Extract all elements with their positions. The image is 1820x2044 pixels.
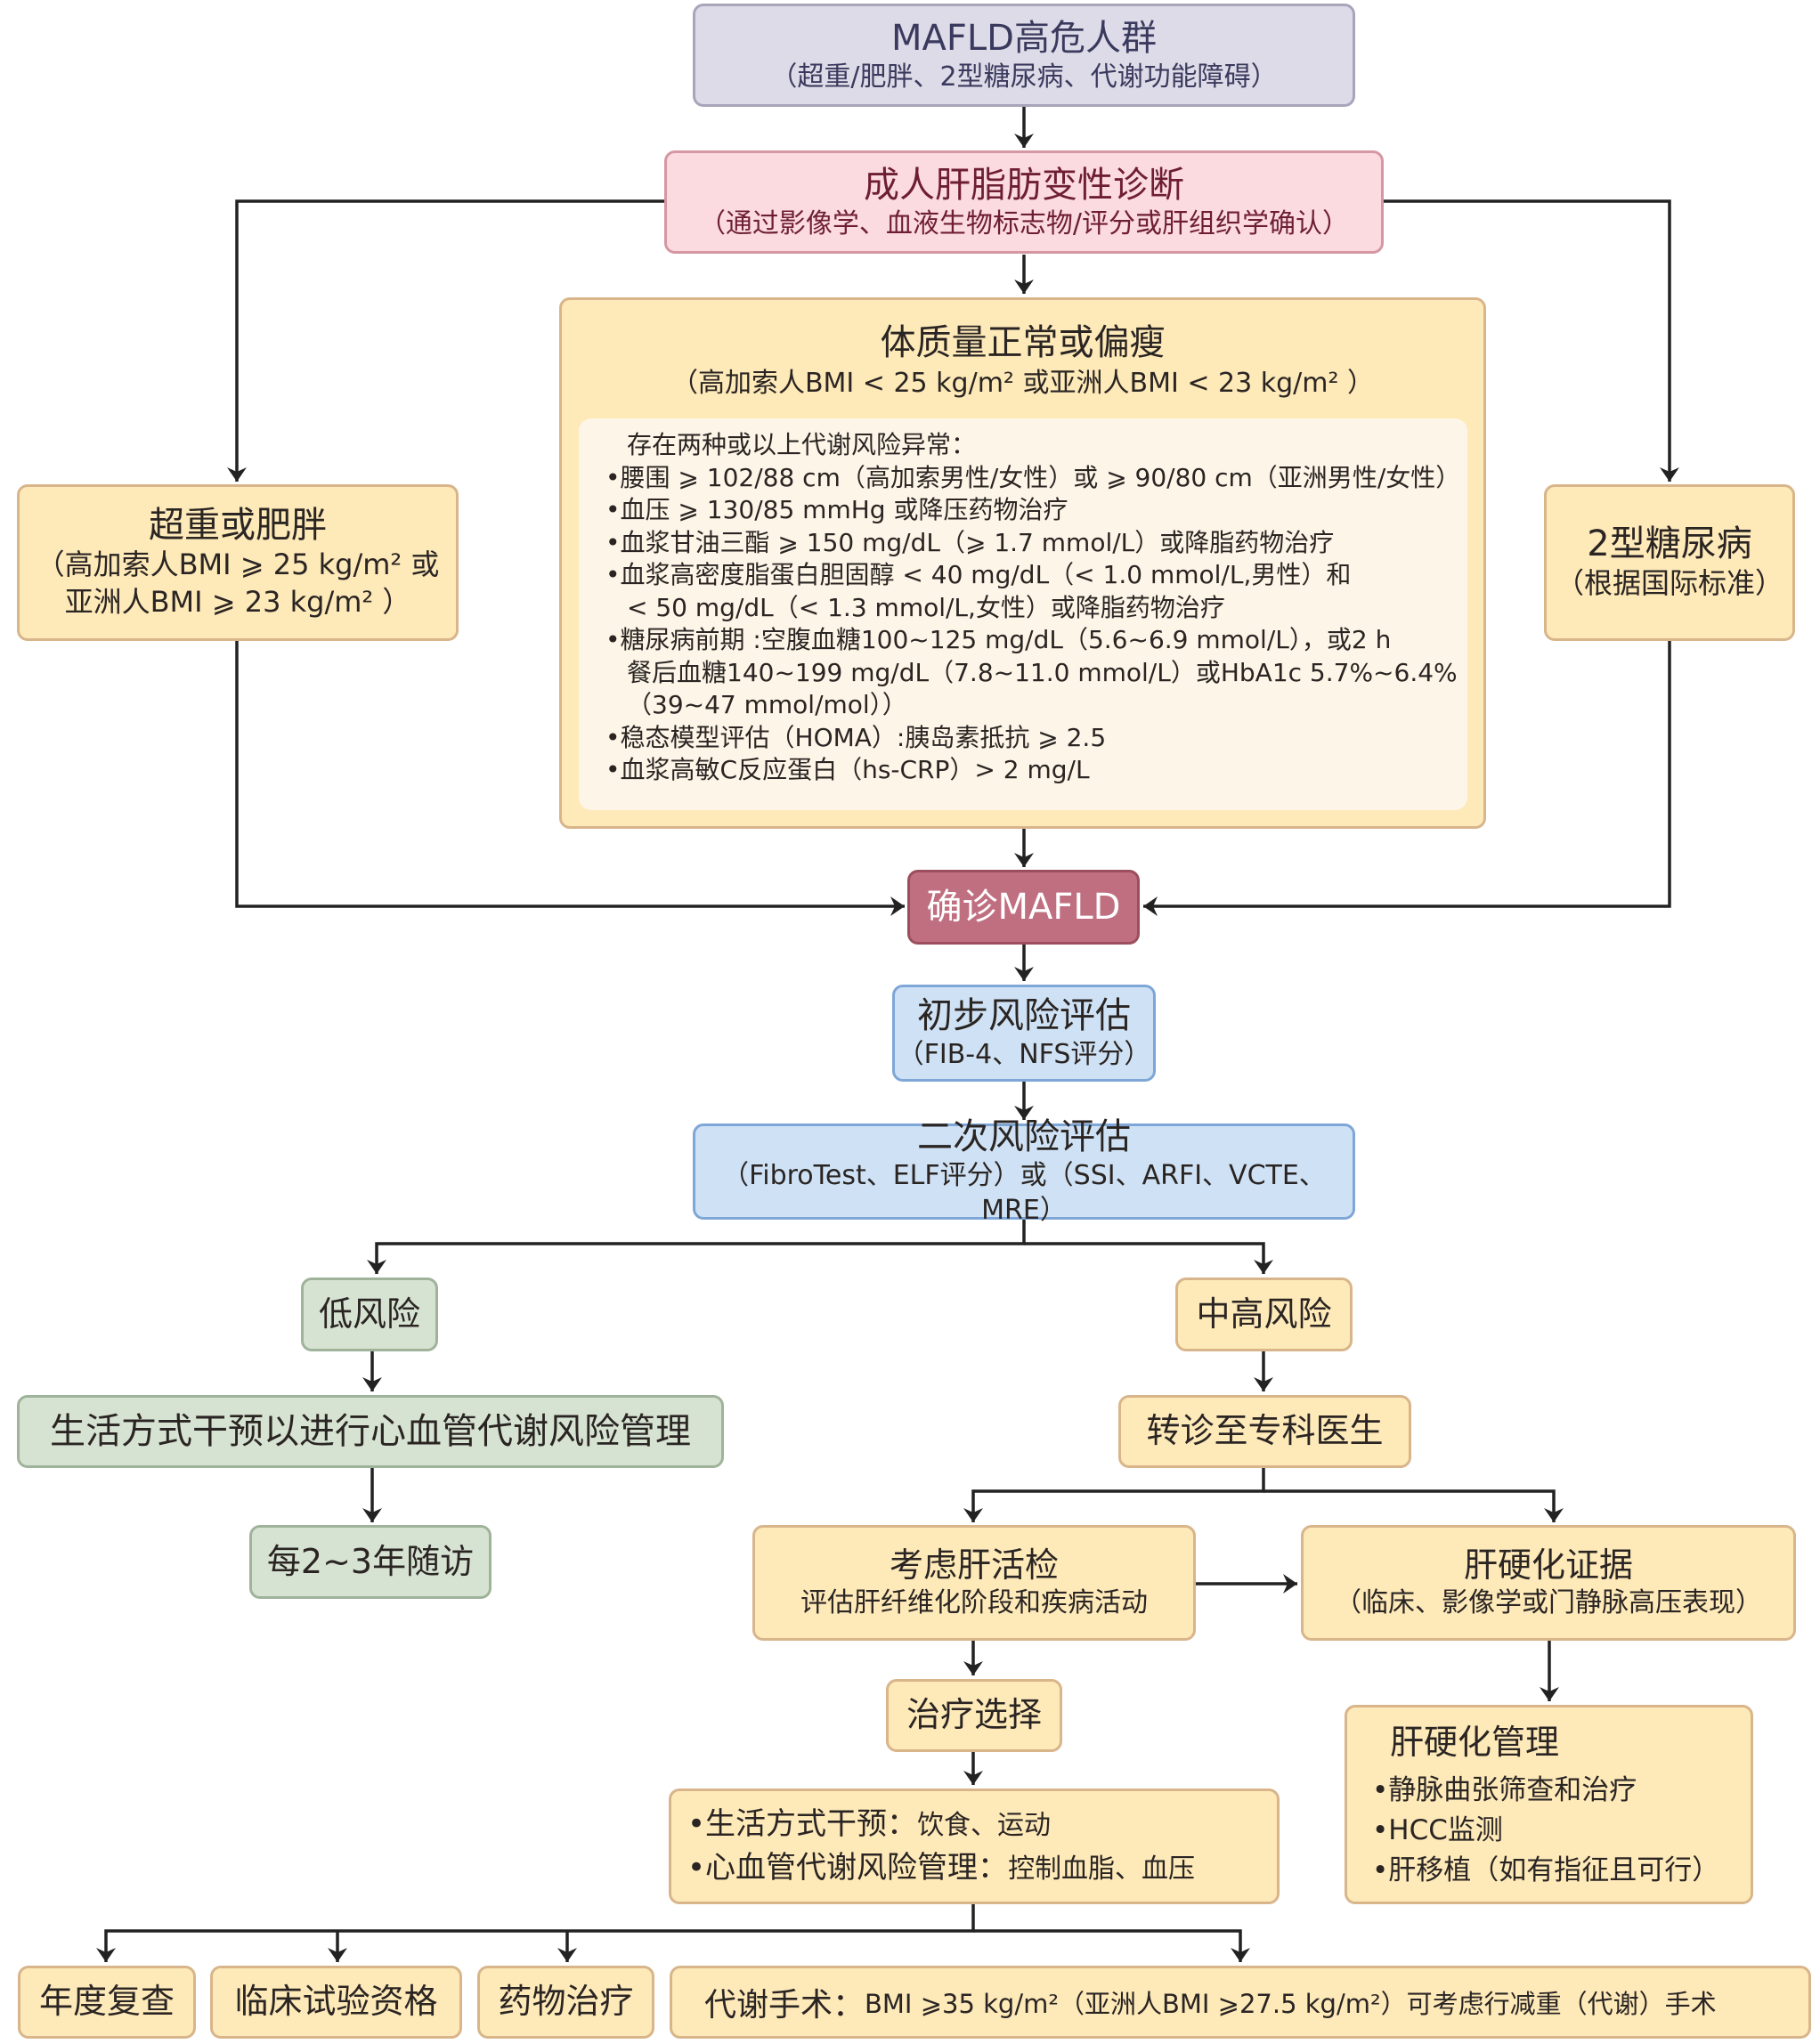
node-subtitle: （FIB-4、NFS评分） — [897, 1039, 1151, 1070]
node-cirrhosis-management: 肝硬化管理 •静脉曲张筛查和治疗 •HCC监测 •肝移植（如有指征且可行） — [1345, 1705, 1753, 1904]
criteria-item: •血浆高密度脂蛋白胆固醇 < 40 mg/dL（< 1.0 mmol/L,男性）… — [605, 560, 1352, 589]
node-followup: 每2~3年随访 — [249, 1525, 492, 1599]
node-title: 体质量正常或偏瘦 — [880, 322, 1166, 363]
node-confirmed-mafld: 确诊MAFLD — [907, 870, 1140, 945]
node-title: 低风险 — [318, 1294, 420, 1334]
node-subtitle: （高加索人BMI < 25 kg/m² 或亚洲人BMI < 23 kg/m² ） — [670, 368, 1375, 399]
node-title: 年度复查 — [38, 1982, 175, 2022]
node-subtitle-line1: （高加索人BMI ⩾ 25 kg/m² 或 — [36, 548, 440, 582]
cirrhosis-item: •静脉曲张筛查和治疗 — [1372, 1774, 1637, 1807]
node-t2dm: 2型糖尿病 （根据国际标准） — [1544, 484, 1795, 641]
arrow-diagnosis-to-t2dm — [1383, 199, 1679, 482]
arrow-secondary-to-low — [367, 1220, 1026, 1274]
node-title: MAFLD高危人群 — [891, 17, 1157, 59]
criteria-item: •稳态模型评估（HOMA）:胰岛素抵抗 ⩾ 2.5 — [605, 722, 1107, 752]
node-title: 临床试验资格 — [234, 1982, 438, 2022]
node-subtitle: （临床、影像学或门静脉高压表现） — [1335, 1587, 1762, 1619]
arrow-diagnosis-to-overweight — [227, 199, 665, 482]
node-mid-high-risk: 中高风险 — [1175, 1278, 1353, 1351]
treatment-item-detail: 饮食、运动 — [917, 1809, 1052, 1841]
arrow-referral-to-biopsy — [963, 1468, 1265, 1522]
node-referral: 转诊至专科医生 — [1118, 1395, 1411, 1468]
node-subtitle-line2: 亚洲人BMI ⩾ 23 kg/m² ） — [64, 585, 411, 619]
treatment-item-label: •心血管代谢风险管理： — [687, 1850, 1009, 1886]
node-title: 成人肝脂肪变性诊断 — [864, 164, 1184, 206]
cirrhosis-item: •HCC监测 — [1372, 1814, 1503, 1847]
node-treatment-list: •生活方式干预：饮食、运动 •心血管代谢风险管理：控制血脂、血压 — [669, 1788, 1280, 1904]
node-overweight: 超重或肥胖 （高加索人BMI ⩾ 25 kg/m² 或 亚洲人BMI ⩾ 23 … — [17, 484, 459, 641]
node-steatosis-diagnosis: 成人肝脂肪变性诊断 （通过影像学、血液生物标志物/评分或肝组织学确认） — [664, 150, 1384, 254]
treatment-item-detail: 控制血脂、血压 — [1008, 1853, 1196, 1885]
node-title: 每2~3年随访 — [266, 1541, 475, 1581]
surgery-detail: BMI ⩾35 kg/m²（亚洲人BMI ⩾27.5 kg/m²）可考虑行减重（… — [865, 1989, 1717, 2019]
arrow-list-to-bottom-row — [96, 1904, 975, 1962]
node-title: 确诊MAFLD — [926, 887, 1121, 928]
criteria-item: •血压 ⩾ 130/85 mmHg 或降压药物治疗 — [605, 495, 1068, 524]
criteria-item: •血浆甘油三酯 ⩾ 150 mg/dL（⩾ 1.7 mmol/L）或降脂药物治疗 — [605, 527, 1335, 557]
node-low-risk: 低风险 — [301, 1278, 438, 1351]
surgery-label: 代谢手术： — [704, 1987, 865, 2024]
arrow-to-metabolic-surgery — [973, 1929, 1250, 1962]
node-title: 2型糖尿病 — [1587, 523, 1752, 565]
node-title: 考虑肝活检 — [889, 1545, 1059, 1585]
node-title: 初步风险评估 — [917, 995, 1131, 1036]
node-title: 生活方式干预以进行心血管代谢风险管理 — [50, 1411, 691, 1452]
criteria-item-continued: （39~47 mmol/mol）） — [627, 690, 907, 719]
node-secondary-risk: 二次风险评估 （FibroTest、ELF评分）或（SSI、ARFI、VCTE、… — [693, 1116, 1355, 1226]
node-clinical-trial: 临床试验资格 — [210, 1966, 462, 2039]
node-treatment-choice: 治疗选择 — [886, 1679, 1062, 1752]
node-title: 肝硬化管理 — [1390, 1723, 1560, 1763]
criteria-item-continued: < 50 mg/dL（< 1.3 mmol/L,女性）或降脂药物治疗 — [627, 592, 1225, 622]
node-title: 肝硬化证据 — [1463, 1545, 1633, 1585]
node-title: 转诊至专科医生 — [1146, 1411, 1384, 1451]
node-lifestyle-cv: 生活方式干预以进行心血管代谢风险管理 — [17, 1395, 724, 1468]
treatment-item-label: •生活方式干预： — [687, 1805, 918, 1842]
arrow-referral-to-cirrhosis — [1263, 1489, 1564, 1522]
node-subtitle: 评估肝纤维化阶段和疾病活动 — [800, 1587, 1148, 1619]
criteria-header: 存在两种或以上代谢风险异常： — [627, 430, 977, 459]
node-annual-review: 年度复查 — [18, 1966, 196, 2039]
criteria-item: •糖尿病前期 :空腹血糖100~125 mg/dL（5.6~6.9 mmol/L… — [605, 625, 1392, 654]
criteria-item: •腰围 ⩾ 102/88 cm（高加索男性/女性）或 ⩾ 90/80 cm（亚洲… — [605, 462, 1461, 492]
node-title: 治疗选择 — [906, 1695, 1042, 1735]
node-drug-therapy: 药物治疗 — [477, 1966, 654, 2039]
node-title: 二次风险评估 — [917, 1116, 1131, 1157]
arrow-t2dm-to-confirmed — [1143, 641, 1671, 916]
node-subtitle: （FibroTest、ELF评分）或（SSI、ARFI、VCTE、MRE） — [722, 1160, 1326, 1226]
cirrhosis-item: •肝移植（如有指征且可行） — [1372, 1854, 1720, 1887]
node-title: 药物治疗 — [498, 1982, 634, 2022]
node-title: 超重或肥胖 — [149, 505, 327, 547]
node-subtitle: （根据国际标准） — [1555, 566, 1783, 601]
treatment-item-lifestyle: •生活方式干预：饮食、运动 — [687, 1803, 1051, 1846]
node-subtitle: （超重/肥胖、2型糖尿病、代谢功能障碍） — [770, 61, 1278, 93]
node-metabolic-surgery: 代谢手术：BMI ⩾35 kg/m²（亚洲人BMI ⩾27.5 kg/m²）可考… — [670, 1966, 1811, 2039]
node-title: 中高风险 — [1196, 1294, 1332, 1334]
treatment-item-cardiometabolic: •心血管代谢风险管理：控制血脂、血压 — [687, 1846, 1195, 1890]
node-initial-risk: 初步风险评估 （FIB-4、NFS评分） — [892, 985, 1156, 1082]
criteria-item-continued: 餐后血糖140~199 mg/dL（7.8~11.0 mmol/L）或HbA1c… — [627, 657, 1458, 687]
metabolic-criteria-panel: 存在两种或以上代谢风险异常： •腰围 ⩾ 102/88 cm（高加索男性/女性）… — [579, 418, 1467, 810]
arrow-secondary-to-midhigh — [1024, 1242, 1273, 1274]
node-high-risk-population: MAFLD高危人群 （超重/肥胖、2型糖尿病、代谢功能障碍） — [693, 4, 1355, 107]
node-subtitle: （通过影像学、血液生物标志物/评分或肝组织学确认） — [698, 207, 1350, 239]
criteria-item: •血浆高敏C反应蛋白（hs-CRP）> 2 mg/L — [605, 755, 1090, 784]
node-cirrhosis-evidence: 肝硬化证据 （临床、影像学或门静脉高压表现） — [1301, 1525, 1796, 1641]
node-biopsy: 考虑肝活检 评估肝纤维化阶段和疾病活动 — [752, 1525, 1196, 1641]
arrow-overweight-to-confirmed — [235, 641, 905, 916]
